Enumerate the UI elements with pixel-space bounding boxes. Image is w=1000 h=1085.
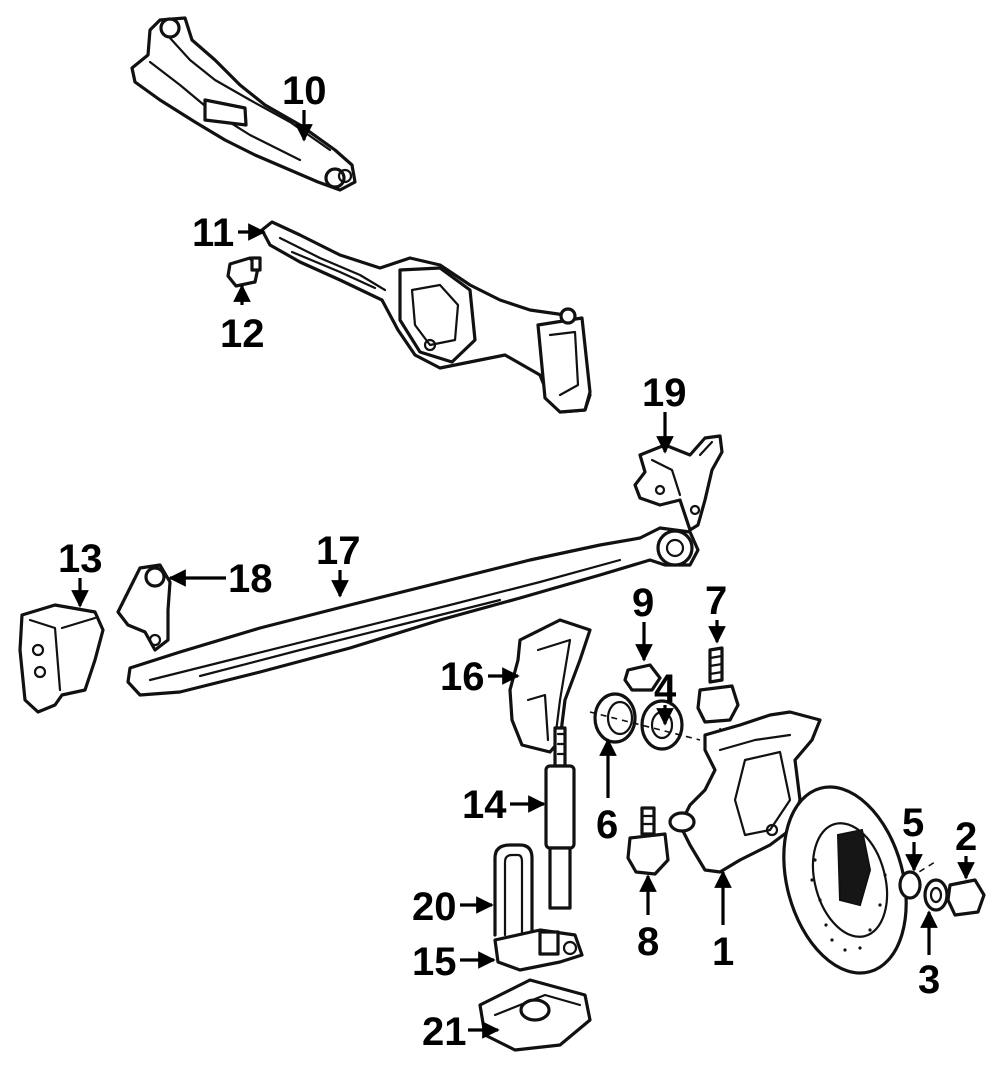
leaf-spring-part [126, 526, 700, 697]
lower-ball-joint-part [626, 806, 670, 876]
callout-3: 3 [918, 958, 940, 1002]
callout-17: 17 [316, 529, 361, 573]
callout-21: 21 [422, 1010, 467, 1054]
nut-part [623, 663, 662, 692]
spring-front-bracket-part [18, 603, 105, 714]
spring-spacer-part [508, 618, 592, 754]
callout-11: 11 [192, 211, 234, 255]
callout-20: 20 [412, 885, 457, 929]
callout-15: 15 [412, 940, 457, 984]
callout-12: 12 [220, 312, 265, 356]
spring-shackle-part [116, 563, 172, 652]
callout-7: 7 [705, 579, 727, 623]
callout-8: 8 [637, 920, 659, 964]
callout-1: 1 [712, 930, 734, 974]
callout-19: 19 [642, 371, 687, 415]
shock-absorber-part [544, 726, 576, 910]
callout-10: 10 [282, 69, 327, 113]
callout-6: 6 [596, 803, 618, 847]
hub-seal-part [898, 870, 922, 900]
spring-plate-part [493, 928, 584, 972]
callout-14: 14 [462, 783, 507, 827]
upper-ball-joint-part [696, 646, 740, 724]
wheel-bearing-part [923, 878, 949, 912]
callout-18: 18 [228, 557, 273, 601]
callout-2: 2 [955, 815, 977, 859]
callout-5: 5 [902, 801, 924, 845]
radius-arm-part [130, 16, 357, 192]
bump-stop-part [226, 256, 262, 288]
spring-seat-part [478, 978, 592, 1052]
spring-hanger-bracket-part [633, 434, 724, 532]
u-bolt-part [493, 843, 534, 937]
alignment-line [589, 711, 701, 741]
axle-beam-part [260, 220, 592, 414]
dust-shield-part [782, 785, 908, 975]
callout-9: 9 [632, 581, 654, 625]
callout-4: 4 [654, 667, 677, 711]
callout-16: 16 [440, 655, 485, 699]
grease-cap-part [946, 878, 986, 917]
callout-13: 13 [58, 537, 103, 581]
